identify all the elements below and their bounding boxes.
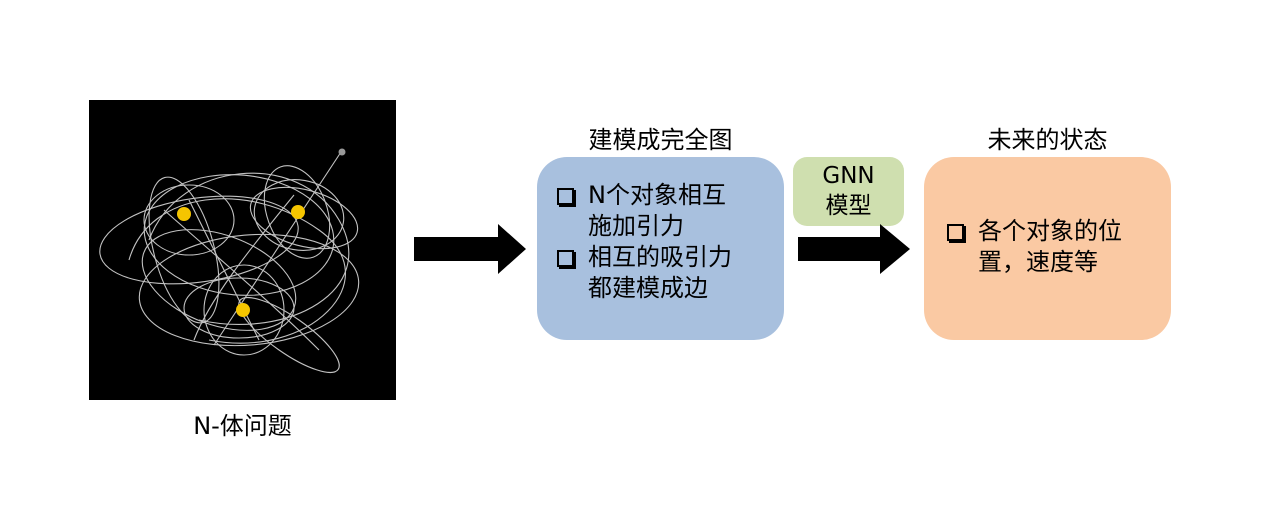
bullet-text: N个对象相互 xyxy=(588,181,726,209)
bullet-item: N个对象相互施加引力 xyxy=(557,180,732,242)
bullet-item: 相互的吸引力都建模成边 xyxy=(557,242,732,304)
checkbox-bullet-icon xyxy=(947,224,964,241)
graph-bullet-list: N个对象相互施加引力 相互的吸引力都建模成边 xyxy=(557,180,732,304)
body-1 xyxy=(177,207,191,221)
complete-graph-title: 建模成完全图 xyxy=(588,126,733,154)
orbit-trails xyxy=(99,151,360,373)
bullet-text: 都建模成边 xyxy=(588,274,708,302)
complete-graph-box: N个对象相互施加引力 相互的吸引力都建模成边 xyxy=(537,157,784,340)
body-3 xyxy=(236,303,250,317)
gnn-label-line2: 模型 xyxy=(825,193,872,219)
gnn-label-line1: GNN xyxy=(822,163,875,189)
bullet-text: 施加引力 xyxy=(588,212,684,240)
checkbox-bullet-icon xyxy=(557,250,574,267)
bullet-item: 各个对象的位置，速度等 xyxy=(947,216,1122,278)
future-bullet-list: 各个对象的位置，速度等 xyxy=(947,216,1122,278)
arrow-right-icon xyxy=(414,224,526,274)
body-2 xyxy=(291,205,305,219)
future-state-box: 各个对象的位置，速度等 xyxy=(924,157,1171,340)
bullet-text: 各个对象的位 xyxy=(978,217,1122,245)
arrow-right-icon xyxy=(798,224,910,274)
n-body-caption: N-体问题 xyxy=(193,412,292,440)
bullet-text: 相互的吸引力 xyxy=(588,243,732,271)
escaping-body xyxy=(338,148,346,156)
orbit-trails-svg xyxy=(99,148,360,373)
checkbox-bullet-icon xyxy=(557,188,574,205)
gnn-model-label: GNN 模型 xyxy=(793,157,904,226)
bullet-text: 置，速度等 xyxy=(978,248,1098,276)
n-body-simulation-image xyxy=(89,100,396,400)
future-state-title: 未来的状态 xyxy=(987,126,1108,154)
